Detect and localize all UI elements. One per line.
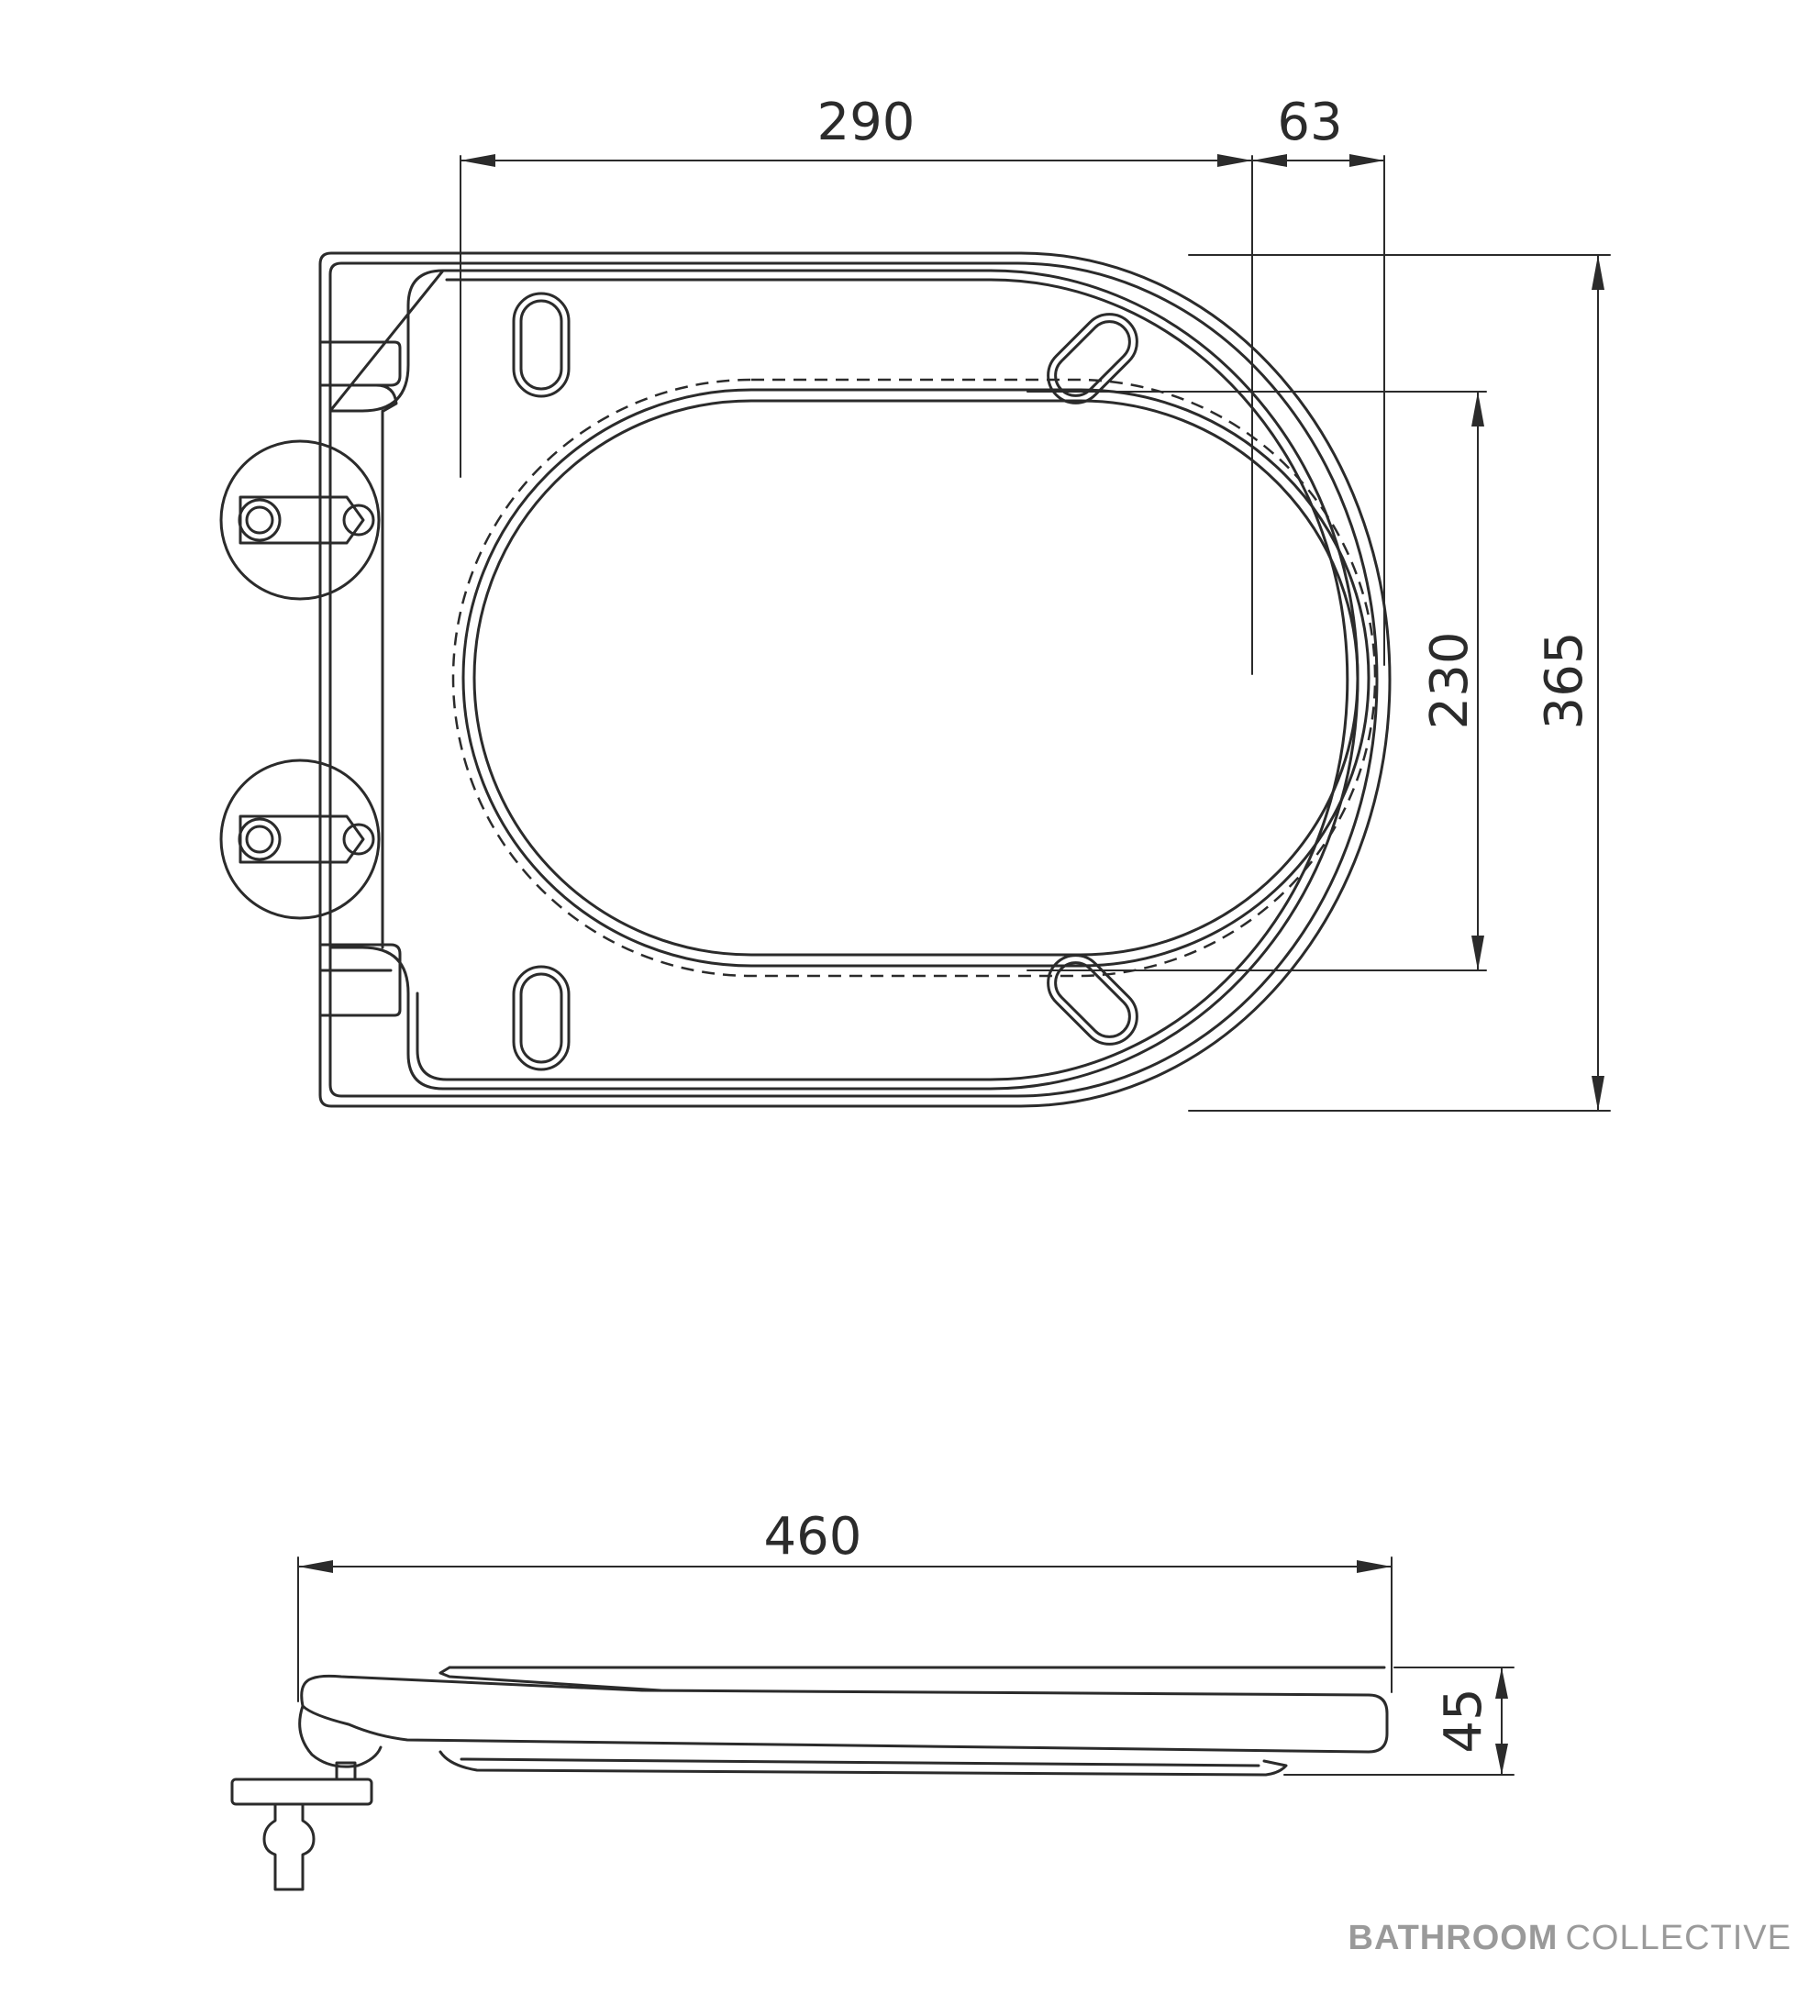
- bumper-slot-upper-right-inner: [1054, 320, 1131, 397]
- arrow-63-left: [1252, 154, 1287, 167]
- brand-logo-part-2: COLLECTIVE: [1565, 1919, 1792, 1957]
- seat-top-line: [438, 1666, 1386, 1692]
- lower-notch: [318, 943, 402, 1017]
- upper-notch: [318, 340, 402, 387]
- bumper-slot-upper-right: [1047, 313, 1138, 404]
- arrow-45-bottom: [1495, 1744, 1508, 1775]
- opening-outer: [461, 388, 1371, 968]
- dim-label-45: 45: [1434, 1688, 1493, 1753]
- dim-label-290: 290: [817, 93, 916, 152]
- arrow-230-bottom: [1471, 936, 1484, 970]
- lid-body-outline: [328, 269, 1359, 1091]
- lid-body-outline-inner: [416, 278, 1349, 1081]
- bumper-slot-lower-right: [1047, 954, 1138, 1046]
- arrow-290-right: [1217, 154, 1252, 167]
- arrow-45-top: [1495, 1667, 1508, 1699]
- arrow-460-left: [298, 1560, 333, 1573]
- bumper-slot-lower-left: [512, 965, 571, 1071]
- opening-dashed: [451, 378, 1377, 978]
- hinge-bolt: [262, 1802, 316, 1891]
- seat-underside: [438, 1750, 1288, 1777]
- bumper-slot-upper-left-inner: [519, 299, 563, 391]
- side-view: 460 45: [230, 1507, 1515, 1891]
- arrow-460-right: [1357, 1560, 1392, 1573]
- dim-label-460: 460: [764, 1507, 862, 1567]
- arrow-290-left: [461, 154, 495, 167]
- dim-label-365: 365: [1535, 632, 1594, 730]
- arrow-230-top: [1471, 392, 1484, 426]
- arrow-63-right: [1349, 154, 1384, 167]
- dim-label-230: 230: [1420, 632, 1480, 730]
- bumper-slot-upper-left: [512, 292, 571, 398]
- arrow-365-bottom: [1592, 1076, 1604, 1111]
- top-view: 290 63 230 365: [219, 93, 1611, 1112]
- arrow-365-top: [1592, 255, 1604, 290]
- seat-underside-inner: [460, 1757, 1260, 1767]
- hinge-upper: [219, 439, 381, 601]
- lid-profile: [300, 1674, 1389, 1754]
- bumper-slot-lower-right-inner: [1054, 961, 1131, 1038]
- dim-label-63: 63: [1277, 93, 1342, 152]
- hinge-knuckle: [298, 1704, 383, 1768]
- seat-outer-outline: [318, 251, 1392, 1108]
- bumper-slot-lower-left-inner: [519, 972, 563, 1064]
- brand-logo-part-1: BATHROOM: [1348, 1919, 1559, 1957]
- hinge-plate: [230, 1778, 373, 1806]
- opening-inner: [472, 399, 1359, 957]
- seat-outer-outline-inner: [328, 261, 1379, 1098]
- hinge-lower: [219, 759, 381, 920]
- upper-notch-lower: [318, 383, 398, 413]
